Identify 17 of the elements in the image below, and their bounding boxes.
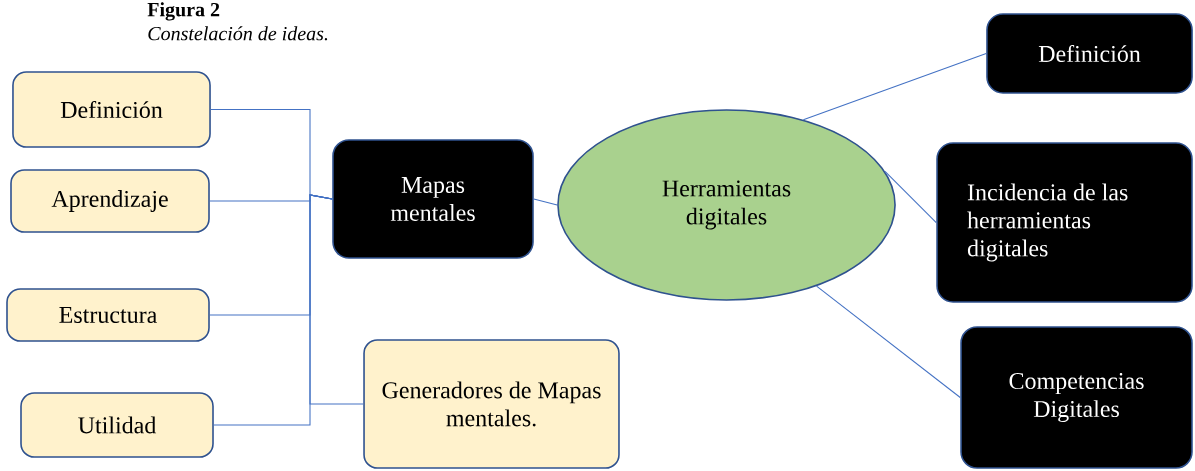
connector-line bbox=[816, 285, 961, 399]
connector-line bbox=[884, 170, 937, 224]
dark-box: Mapas mentales bbox=[332, 139, 534, 259]
dark-box: Incidencia de las herramientas digitales bbox=[936, 142, 1193, 303]
figure-title: Figura 2 bbox=[147, 2, 220, 21]
ellipse-node: Herramientas digitales bbox=[557, 109, 896, 301]
concept-box: Definición bbox=[12, 71, 211, 148]
concept-box: Generadores de Mapas mentales. bbox=[363, 339, 620, 469]
figure-caption: Constelación de ideas. bbox=[148, 26, 328, 41]
concept-box: Utilidad bbox=[20, 392, 214, 458]
dark-box: Definición bbox=[986, 13, 1193, 94]
concept-box: Aprendizaje bbox=[10, 169, 210, 233]
dark-box: Competencias Digitales bbox=[960, 326, 1193, 469]
connector-line bbox=[802, 52, 987, 121]
concept-box: Estructura bbox=[6, 288, 210, 342]
connector-line bbox=[533, 198, 558, 206]
connector-line bbox=[309, 194, 364, 405]
